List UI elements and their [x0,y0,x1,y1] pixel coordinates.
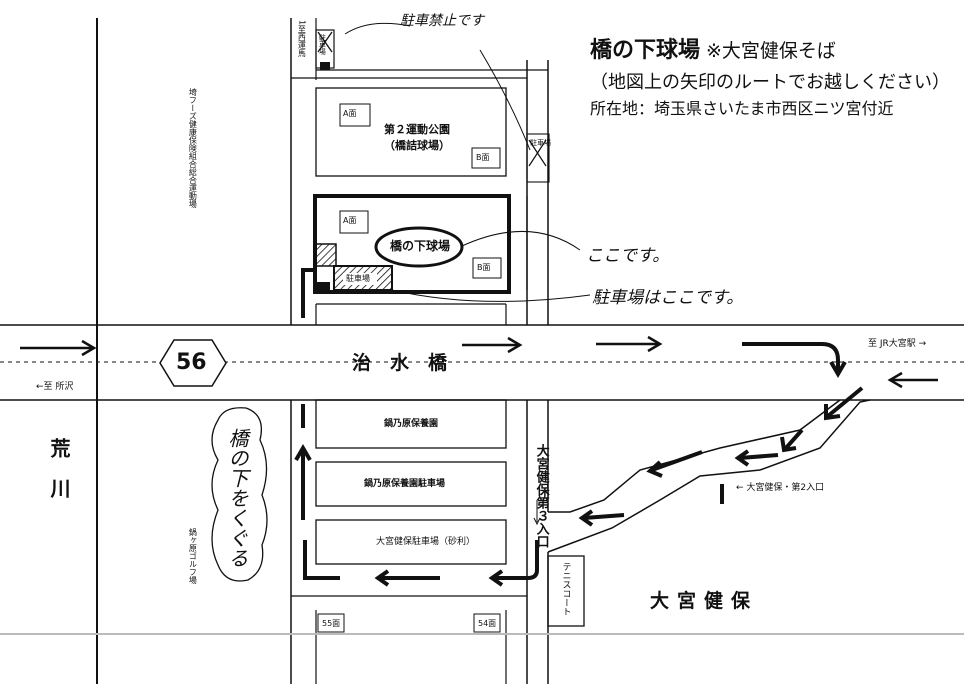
target-ellipse [374,226,464,268]
target-block [313,194,511,294]
under-bridge-note: 橋の下をくぐる [225,428,249,568]
map-title-note: ※大宮健保そば [706,40,836,62]
bridge-name: 治 水 橋 [352,352,448,374]
field2-label: 第２運動公園 [384,123,450,136]
target-label: 橋の下球場 [390,239,451,253]
branch-road [547,399,871,553]
route-arrows-bottom [294,268,539,587]
to-west-label: ←至 所沢 [36,382,74,392]
right-parking-label: 駐車場 [530,139,551,147]
route-instruction: （地図上の矢印のルートでお越しください） [590,72,950,93]
address: 所在地：埼玉県さいたま市西区ニツ宮付近 [590,99,894,118]
river-label: 荒 川 [47,438,71,498]
road-arrows [20,335,938,389]
block-p3 [315,519,507,565]
target-a-face: A面 [343,216,357,225]
field55-label: 55面 [322,619,341,628]
block-p2-label: 鍋乃原保養園駐車場 [364,479,446,489]
entrance3-label: 大宮健保第３入口 [533,444,549,548]
block-p1-label: 鍋乃原保養園 [384,419,439,429]
parking-here-note: 駐車場はここです。 [592,288,744,308]
field54-label: 54面 [478,619,497,628]
kenpo-label: 大宮健保 [650,590,759,612]
road-number: 56 [176,350,207,375]
parking-hatch-small [315,243,337,267]
block-p1 [315,399,507,449]
route-arrow-top [742,342,847,378]
left-sports-label: 埼フーズ健康保険組合総合運動場 [188,88,198,208]
target-b-face: B面 [477,263,491,272]
block-p2 [315,461,507,507]
route-arrows-branch [578,386,864,527]
tennis-box [547,555,585,627]
block-p3-label: 大宮健保駐車場（砂利） [376,537,476,547]
right-parking-box [526,133,550,183]
map-title: 橋の下球場 [590,38,701,63]
field2-a-face: A面 [343,109,357,118]
left-parking-top-label: 1至西運馬 [297,20,307,58]
kenpo-entrance2-label: ← 大宮健保・第2入口 [736,483,825,493]
callout-lines [344,22,591,302]
field2-block [315,87,507,177]
road-number-sign [159,339,227,387]
parking-label: 駐車場 [346,274,370,283]
field2-b-face: B面 [476,153,490,162]
no-parking-note: 駐車禁止です [400,13,484,29]
left-parking-label: 駐車場 [318,34,327,55]
to-station-label: 至 JR大宮駅 → [868,339,927,349]
tennis-label: テニスコート [560,562,571,616]
note-cloud [211,407,268,582]
here-note: ここです。 [586,246,670,266]
field2-sub-label: （橋詰球場） [384,139,450,152]
golf-label: 鍋ヶ原ゴルフ場 [188,528,198,584]
